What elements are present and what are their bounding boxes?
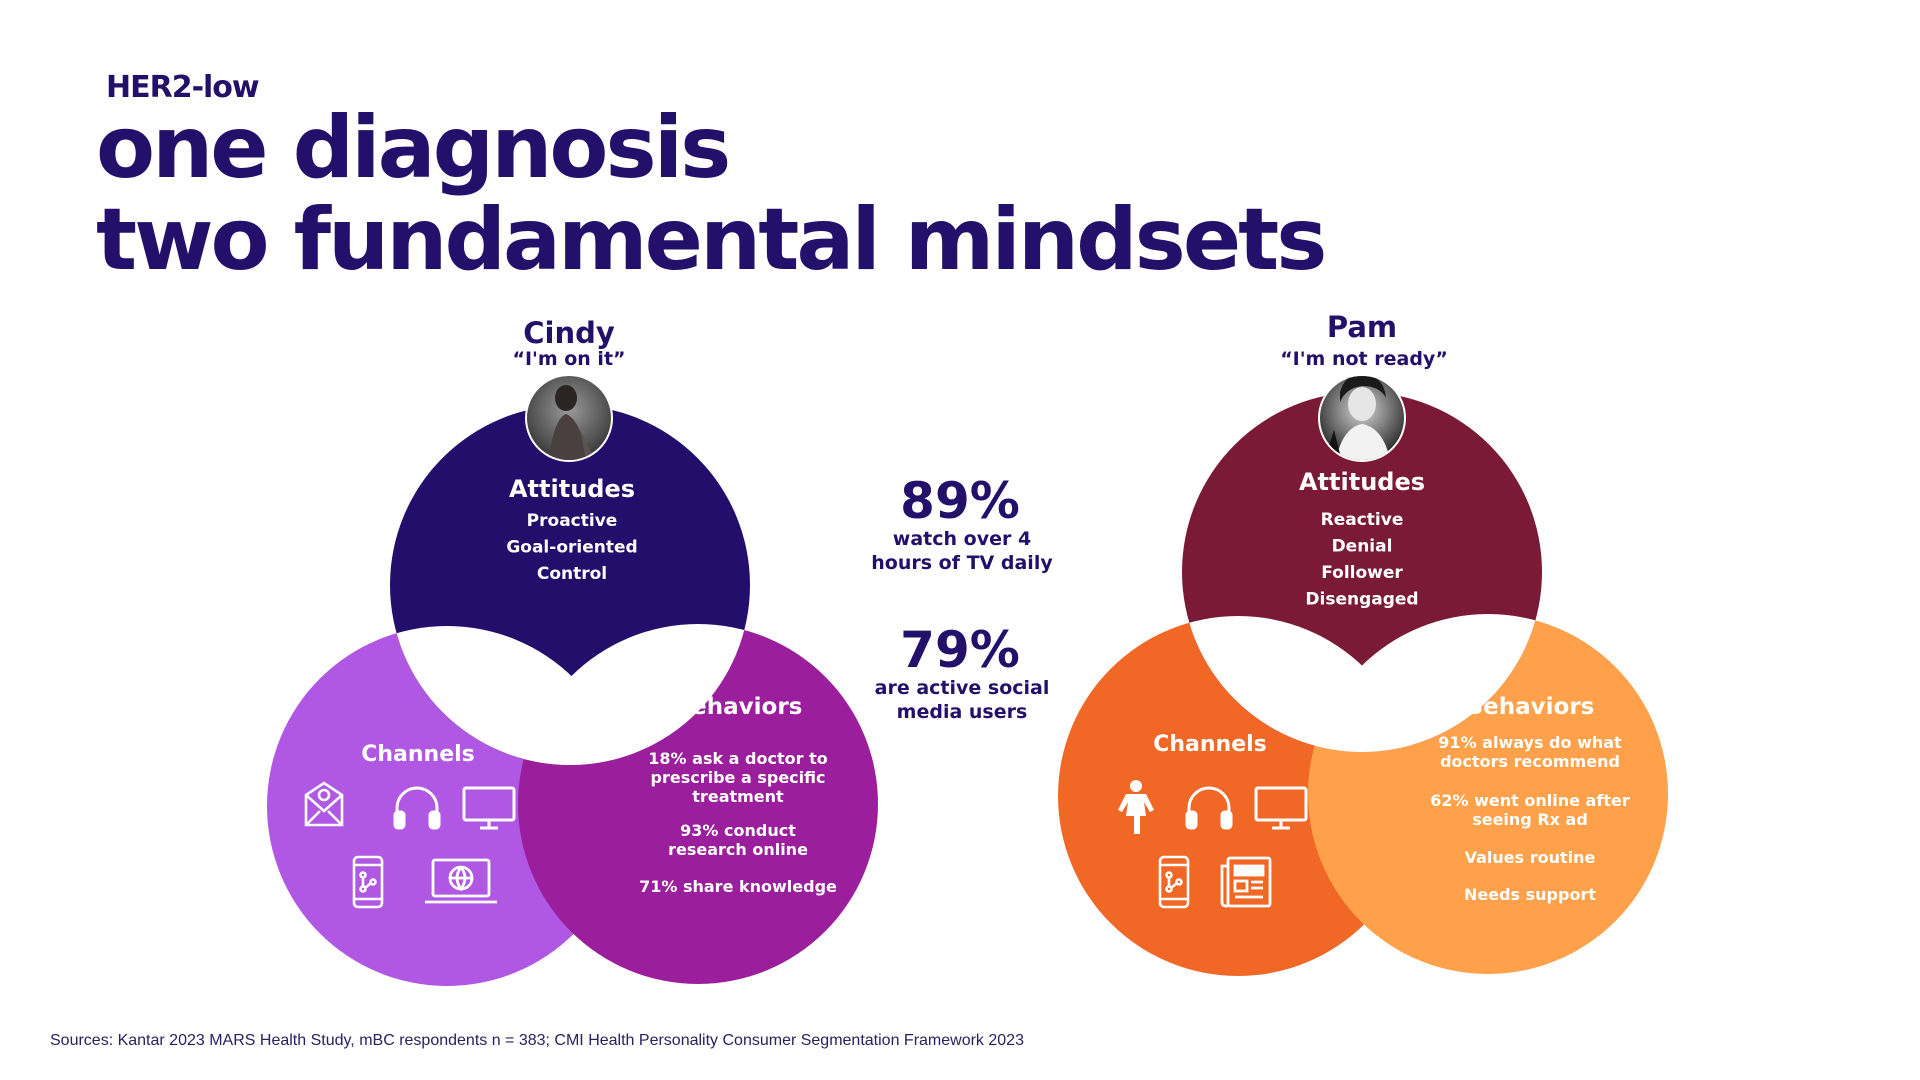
cindy-channels-heading: Channels <box>361 742 475 767</box>
cindy-behavior-line: 93% conduct <box>680 821 796 840</box>
cindy-behavior-line: research online <box>668 840 808 859</box>
pam-behavior-line: doctors recommend <box>1440 752 1620 771</box>
tv-icon <box>1254 786 1308 830</box>
title-line-2: two fundamental mindsets <box>96 190 1327 290</box>
cindy-behavior-line: 71% share knowledge <box>639 877 837 896</box>
smartphone-icon <box>352 855 384 909</box>
pam-avatar <box>1318 374 1406 462</box>
pam-attitude-item: Denial <box>1332 537 1393 557</box>
pam-attitude-item: Reactive <box>1321 510 1404 530</box>
pam-behavior-line: 62% went online after <box>1430 791 1630 810</box>
page-kicker: HER2-low <box>106 70 260 105</box>
cindy-venn <box>267 405 878 986</box>
pam-venn <box>1058 392 1668 976</box>
smartphone-icon <box>1158 855 1190 909</box>
pam-attitudes-heading: Attitudes <box>1299 468 1425 496</box>
cindy-quote: “I'm on it” <box>512 348 625 370</box>
pam-channels-heading: Channels <box>1153 732 1267 757</box>
cindy-attitude-item: Goal-oriented <box>506 538 637 558</box>
page-title: one diagnosis two fundamental mindsets <box>96 98 1327 290</box>
pam-attitude-item: Disengaged <box>1305 590 1418 610</box>
cindy-behavior-line: 18% ask a doctor to <box>648 749 827 768</box>
person-icon <box>1118 780 1154 834</box>
cindy-avatar <box>525 374 613 462</box>
pam-behaviors-heading: Behaviors <box>1466 694 1595 720</box>
pam-attitude-item: Follower <box>1321 563 1403 583</box>
cindy-behaviors-heading: Behaviors <box>674 694 803 720</box>
headphones-icon <box>1185 786 1233 830</box>
pam-name: Pam <box>1327 310 1397 344</box>
stat-caption: are active social <box>875 677 1050 699</box>
cindy-name: Cindy <box>523 316 615 350</box>
pam-behavior-line: Values routine <box>1465 848 1596 867</box>
cindy-attitude-item: Proactive <box>527 511 618 531</box>
stat-value: 79% <box>900 621 1020 679</box>
stat-caption: media users <box>897 701 1028 723</box>
pam-behavior-line: Needs support <box>1464 885 1596 904</box>
newspaper-icon <box>1220 856 1272 908</box>
stat-caption: hours of TV daily <box>871 552 1053 574</box>
cindy-attitudes-heading: Attitudes <box>509 475 635 503</box>
pam-quote: “I'm not ready” <box>1280 348 1448 370</box>
laptop-globe-icon <box>425 858 497 904</box>
sources-footnote: Sources: Kantar 2023 MARS Health Study, … <box>50 1032 1024 1049</box>
cindy-behavior-line: prescribe a specific <box>651 768 826 787</box>
headphones-icon <box>393 786 441 830</box>
cindy-behavior-line: treatment <box>692 787 784 806</box>
pam-behavior-line: seeing Rx ad <box>1472 810 1588 829</box>
stat-value: 89% <box>900 472 1020 530</box>
title-line-1: one diagnosis <box>96 98 731 198</box>
stat-caption: watch over 4 <box>893 528 1031 550</box>
pam-behavior-line: 91% always do what <box>1438 733 1622 752</box>
cindy-attitude-item: Control <box>537 564 607 584</box>
tv-icon <box>462 786 516 830</box>
email-icon <box>304 781 344 827</box>
